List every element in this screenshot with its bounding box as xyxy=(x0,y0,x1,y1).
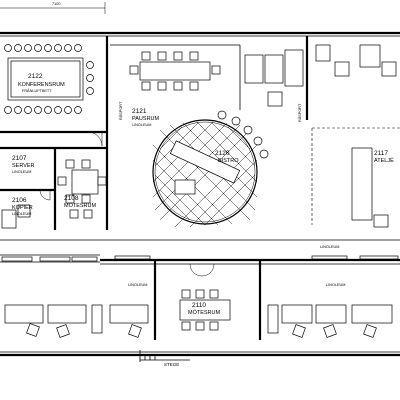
room-number: 2110 xyxy=(192,302,206,309)
dimension-line: 7100 xyxy=(0,2,106,14)
room-name: MÖTESRUM xyxy=(64,202,97,209)
room-number: 2120 xyxy=(215,150,230,157)
conference-chairs xyxy=(4,44,94,114)
lounge-sofas xyxy=(244,49,304,107)
label-motesrum: 2110 MÖTESRUM xyxy=(188,302,221,316)
outer-walls xyxy=(0,31,400,357)
desks-right xyxy=(267,304,393,338)
label-konferensrum: 2122 KONFERENSRUM FRÅNLUFTBETT xyxy=(18,73,65,93)
linoleum-label-corridor: LINOLEUM xyxy=(320,245,339,249)
room-number: 2107 xyxy=(12,155,27,162)
meeting-table xyxy=(179,289,231,331)
label-atelje: 2117 ATELJÉ xyxy=(374,150,394,164)
room-number: 2117 xyxy=(374,150,388,157)
kopier-equipment xyxy=(1,204,31,229)
corridor-benches xyxy=(1,255,399,262)
label-kopier: 2106 KOPIER LINOLEUM xyxy=(12,197,33,216)
corridor xyxy=(0,239,400,340)
dining-table xyxy=(129,51,221,91)
linoleum-label-lower-right: LINOLEUM xyxy=(326,283,345,287)
room-name: ATELJÉ xyxy=(374,157,394,164)
entrance-label: STEGE xyxy=(164,362,179,367)
room-floor: LINOLEUM xyxy=(12,170,31,174)
dimension-label: 7100 xyxy=(52,2,60,6)
room-number: 2106 xyxy=(12,197,27,204)
rasport-label-right: RÅSPORT xyxy=(297,103,302,122)
interior-walls xyxy=(0,36,400,230)
linoleum-label-lower-left: LINOLEUM xyxy=(128,283,147,287)
label-bistro: 2120 BISTRO xyxy=(215,150,239,164)
room-number: 2121 xyxy=(132,108,147,115)
room-note: FRÅNLUFTBETT xyxy=(22,88,52,93)
room-name: PAUSRUM xyxy=(132,116,160,122)
entrance-steps xyxy=(139,350,190,362)
room-floor: LINOLEUM xyxy=(132,123,151,127)
label-motesrum-small: 2108 MÖTESRUM xyxy=(64,195,97,209)
room-floor: LINOLEUM xyxy=(12,212,31,216)
atelje-furniture xyxy=(315,44,397,228)
room-name: KONFERENSRUM xyxy=(18,82,65,88)
conference-table xyxy=(7,57,84,101)
rasport-label-left: RÅSPORT xyxy=(118,101,123,120)
bistro-round xyxy=(152,119,258,228)
room-name: MÖTESRUM xyxy=(188,309,221,316)
room-name: KOPIER xyxy=(12,205,33,211)
small-meeting-table xyxy=(57,159,107,219)
room-number: 2122 xyxy=(28,73,43,80)
room-name: SERVER xyxy=(12,163,35,169)
room-number: 2108 xyxy=(64,195,79,202)
bistro-stools xyxy=(217,110,269,159)
label-server: 2107 SERVER LINOLEUM xyxy=(12,155,35,174)
room-name: BISTRO xyxy=(218,158,239,164)
desks-left xyxy=(4,304,149,338)
label-pausrum: 2121 PAUSRUM LINOLEUM xyxy=(132,108,160,127)
